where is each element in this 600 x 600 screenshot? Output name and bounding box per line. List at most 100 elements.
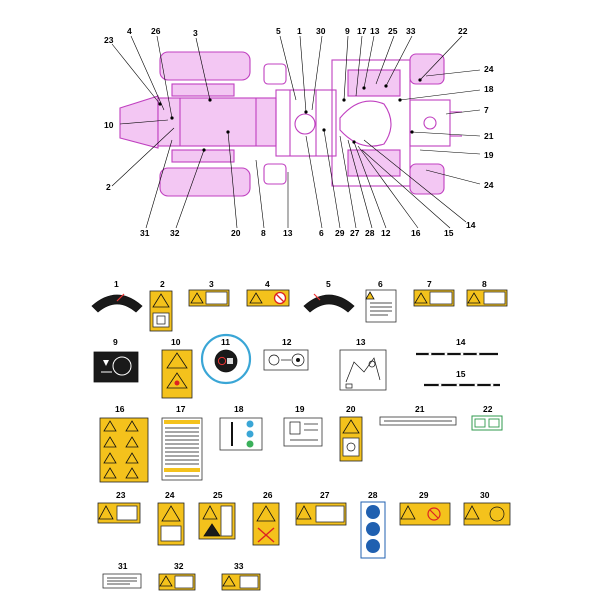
decal-number: 18 <box>234 404 244 414</box>
decal-number: 25 <box>213 490 223 500</box>
decal-number: 27 <box>320 490 330 500</box>
callout-leaders <box>111 35 481 229</box>
decal-number: 17 <box>176 404 186 414</box>
decal-12-pictogram-icon <box>263 349 309 371</box>
callout: 22 <box>458 26 468 36</box>
decal-number: 28 <box>368 490 378 500</box>
decal-number: 9 <box>113 337 118 347</box>
decal-number: 31 <box>118 561 128 571</box>
callout: 21 <box>484 131 494 141</box>
decal-number: 22 <box>483 404 493 414</box>
callout: 3 <box>193 28 198 38</box>
decal-number: 15 <box>456 369 466 379</box>
decal-4-warning-icon <box>246 289 290 307</box>
decal-21-strip-icon <box>379 416 457 426</box>
decal-7-warning-icon <box>413 289 455 307</box>
callout: 2 <box>106 182 111 192</box>
callout: 32 <box>170 228 180 238</box>
decal-6-text-notice-icon <box>365 289 397 323</box>
decal-14-strip-icon <box>416 352 498 356</box>
decal-10-warning-icon <box>161 349 193 399</box>
callout: 19 <box>484 150 494 160</box>
decal-number: 16 <box>115 404 125 414</box>
decal-number: 6 <box>378 279 383 289</box>
callout: 1 <box>297 26 302 36</box>
callout: 13 <box>283 228 293 238</box>
decal-18-control-icon <box>219 417 263 451</box>
decal-3-warning-icon <box>188 289 230 307</box>
decal-number: 8 <box>482 279 487 289</box>
callout: 33 <box>406 26 416 36</box>
decal-5-gauge-icon <box>303 293 355 313</box>
decal-11-highlighted-icon <box>200 333 252 385</box>
decal-number: 21 <box>415 404 425 414</box>
decal-22-manual-book-icon <box>471 415 503 431</box>
decal-number: 20 <box>346 404 356 414</box>
decal-number: 5 <box>326 279 331 289</box>
decal-number: 4 <box>265 279 270 289</box>
decal-number: 7 <box>427 279 432 289</box>
callout: 14 <box>466 220 476 230</box>
decal-number: 14 <box>456 337 466 347</box>
decal-27-warning-icon <box>295 502 347 526</box>
callout: 27 <box>350 228 360 238</box>
decal-number: 30 <box>480 490 490 500</box>
callout: 28 <box>365 228 375 238</box>
callout: 5 <box>276 26 281 36</box>
callout: 16 <box>411 228 421 238</box>
callout: 18 <box>484 84 494 94</box>
callout: 26 <box>151 26 161 36</box>
callout: 24 <box>484 180 494 190</box>
callout: 4 <box>127 26 132 36</box>
callout: 8 <box>261 228 266 238</box>
decal-28-ppe-icon <box>360 501 386 559</box>
callout: 9 <box>345 26 350 36</box>
callout: 17 <box>357 26 367 36</box>
decal-number: 3 <box>209 279 214 289</box>
decal-9-engine-speed-icon <box>93 351 139 383</box>
tractor-plan-view <box>119 51 462 197</box>
decal-25-warning-icon <box>198 502 236 540</box>
decal-17-text-notice-icon <box>161 417 203 481</box>
decal-8-warning-icon <box>466 289 508 307</box>
decal-23-warning-icon <box>97 502 141 524</box>
callout: 6 <box>319 228 324 238</box>
decal-number: 33 <box>234 561 244 571</box>
decal-number: 24 <box>165 490 175 500</box>
decal-2-warning-icon <box>149 290 173 332</box>
decal-32-warning-icon <box>158 573 196 591</box>
decal-30-warning-icon <box>463 502 511 526</box>
decal-15-strip-icon <box>424 383 500 387</box>
decal-number: 26 <box>263 490 273 500</box>
decal-29-warning-icon <box>399 502 451 526</box>
callout: 23 <box>104 35 114 45</box>
decal-catalog: 1 2 3 4 5 6 7 8 <box>91 279 511 591</box>
callout: 7 <box>484 105 489 115</box>
decal-16-warning-icon <box>99 417 149 483</box>
callout: 29 <box>335 228 345 238</box>
callout-numbers: 23 4 26 3 5 1 30 9 17 13 25 33 22 24 18 … <box>104 26 494 238</box>
decal-number: 2 <box>160 279 165 289</box>
decal-number: 19 <box>295 404 305 414</box>
decal-24-warning-icon <box>157 502 185 546</box>
decal-number: 32 <box>174 561 184 571</box>
decal-number: 23 <box>116 490 126 500</box>
callout: 30 <box>316 26 326 36</box>
decal-33-warning-icon <box>221 573 261 591</box>
callout: 25 <box>388 26 398 36</box>
callout: 13 <box>370 26 380 36</box>
decal-26-warning-icon <box>252 502 280 546</box>
decal-number: 11 <box>221 337 230 347</box>
decal-13-pictogram-icon <box>339 349 387 391</box>
callout: 20 <box>231 228 241 238</box>
callout: 24 <box>484 64 494 74</box>
callout: 31 <box>140 228 150 238</box>
callout: 10 <box>104 120 114 130</box>
decal-20-warning-icon <box>339 416 363 462</box>
decal-number: 10 <box>171 337 181 347</box>
decal-1-gauge-icon <box>91 293 143 313</box>
decal-number: 1 <box>114 279 119 289</box>
decal-31-text-notice-icon <box>102 573 142 589</box>
callout: 15 <box>444 228 454 238</box>
